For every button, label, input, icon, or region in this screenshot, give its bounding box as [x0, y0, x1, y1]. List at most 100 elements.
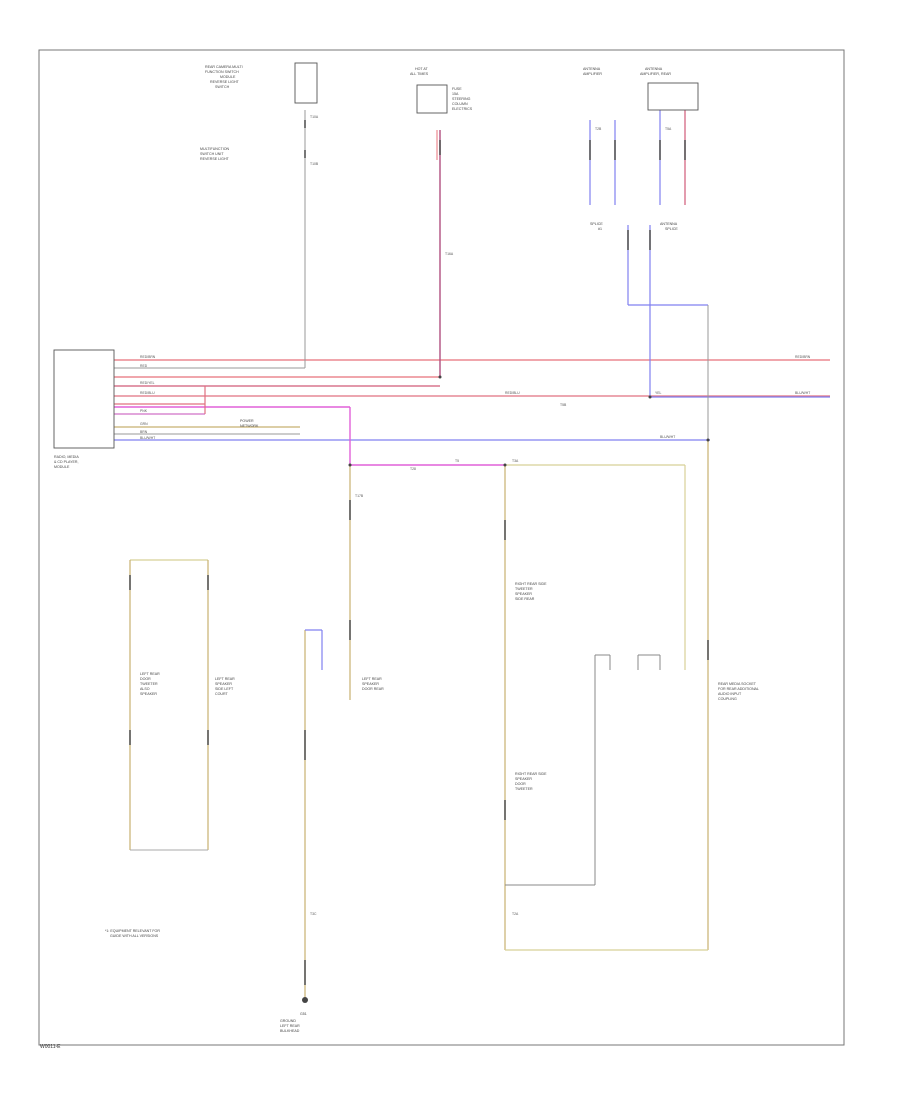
svg-text:FUSE: FUSE: [452, 87, 462, 91]
top-left-comp-2: MODULE: [220, 75, 236, 79]
wl-t1: T10B: [310, 162, 319, 166]
front-speaker-r-0: LEFT REAR: [215, 677, 235, 681]
wl-red-blk: RED/BRN: [140, 355, 156, 359]
svg-text:RED/BLU: RED/BLU: [140, 391, 155, 395]
svg-text:T3C: T3C: [310, 912, 317, 916]
top-left-sub-2: REVERSE LIGHT: [200, 157, 230, 161]
right-speaker-top-2: SPEAKER: [515, 592, 532, 596]
svg-text:REVERSE LIGHT: REVERSE LIGHT: [200, 157, 230, 161]
svg-text:SPEAKER: SPEAKER: [140, 692, 157, 696]
svg-text:REVERSE LIGHT: REVERSE LIGHT: [210, 80, 240, 84]
wl-t7: T2A: [512, 912, 519, 916]
ground-1: LEFT REAR: [280, 1024, 300, 1028]
diagram-frame: [38, 49, 845, 1046]
front-speaker-l-4: SPEAKER: [140, 692, 157, 696]
mid-speaker-2: DOOR REAR: [362, 687, 384, 691]
svg-text:REAR MEDIA SOCKET: REAR MEDIA SOCKET: [718, 682, 757, 686]
svg-text:REAR CAMERA MULTI: REAR CAMERA MULTI: [205, 65, 243, 69]
fuse-entry-4: ELECTRICS: [452, 107, 473, 111]
mid-connector-1: NETWORK: [240, 424, 259, 428]
svg-text:RADIO, MEDIA: RADIO, MEDIA: [54, 455, 79, 459]
right-speaker-bottom-1: SPEAKER: [515, 777, 532, 781]
wl-yel: YEL: [655, 391, 662, 395]
wl-t2: T16A: [445, 252, 454, 256]
wl-t0: T10A: [310, 115, 319, 119]
svg-text:ALL TIMES: ALL TIMES: [410, 72, 429, 76]
top-right-b-0: ANTENNA: [645, 67, 663, 71]
wire-labels: RED/BRN RED RED/YEL RED/BLU PNK GRN BRN …: [140, 115, 811, 916]
svg-text:SPLICE: SPLICE: [665, 227, 678, 231]
svg-text:ANTENNA: ANTENNA: [645, 67, 663, 71]
far-right-2: AUDIO INPUT: [718, 692, 742, 696]
front-speaker-l-0: LEFT REAR: [140, 672, 160, 676]
svg-text:BLU/WHT: BLU/WHT: [795, 391, 810, 395]
svg-text:T10B: T10B: [310, 162, 319, 166]
ground-0: GROUND: [280, 1019, 296, 1023]
fuse-box-1: ALL TIMES: [410, 72, 429, 76]
svg-text:RED: RED: [140, 364, 148, 368]
svg-text:AMPLIFIER: AMPLIFIER: [583, 72, 602, 76]
svg-text:ANTENNA: ANTENNA: [660, 222, 678, 226]
svg-text:SPEAKER: SPEAKER: [215, 682, 232, 686]
svg-text:SIDE REAR: SIDE REAR: [515, 597, 535, 601]
svg-text:PNK: PNK: [140, 409, 148, 413]
mid-speaker-1: SPEAKER: [362, 682, 379, 686]
wl-t10: T3A: [512, 459, 519, 463]
svg-text:BULKHEAD: BULKHEAD: [280, 1029, 300, 1033]
far-right-1: FOR REAR ADDITIONAL: [718, 687, 759, 691]
wl-blue-right: BLU/WHT: [795, 391, 810, 395]
fuse-entry-2: STEERING: [452, 97, 471, 101]
svg-text:SPEAKER: SPEAKER: [515, 592, 532, 596]
module-1: & CD PLAYER,: [54, 460, 79, 464]
svg-text:T2A: T2A: [512, 912, 519, 916]
svg-text:SWITCH: SWITCH: [215, 85, 230, 89]
svg-text:MODULE: MODULE: [54, 465, 70, 469]
front-speaker-l-1: DOOR: [140, 677, 151, 681]
svg-text:15A: 15A: [452, 92, 459, 96]
wl-red-blu: RED/BLU: [140, 391, 155, 395]
svg-text:HOT AT: HOT AT: [415, 67, 428, 71]
connector-pins: [129, 120, 709, 985]
svg-text:LEFT REAR: LEFT REAR: [215, 677, 235, 681]
right-speaker-top-1: TWEETER: [515, 587, 533, 591]
wl-t8: T2B: [595, 127, 602, 131]
fuse-entry-3: COLUMN: [452, 102, 468, 106]
wl-t6: T3C: [310, 912, 317, 916]
front-speaker-l-3: ALSO: [140, 687, 150, 691]
radio-module-box: [53, 349, 115, 449]
svg-text:AUDIO INPUT: AUDIO INPUT: [718, 692, 742, 696]
svg-text:GRN: GRN: [140, 422, 148, 426]
svg-text:BLU/WHT: BLU/WHT: [140, 436, 155, 440]
svg-text:STEERING: STEERING: [452, 97, 471, 101]
svg-text:YEL: YEL: [655, 391, 662, 395]
wl-red-right: RED/BRN: [795, 355, 811, 359]
svg-text:DOOR: DOOR: [140, 677, 151, 681]
svg-text:TWEETER: TWEETER: [515, 587, 533, 591]
svg-text:NETWORK: NETWORK: [240, 424, 259, 428]
mid-speaker-0: LEFT REAR: [362, 677, 382, 681]
svg-text:RIGHT REAR SIDE: RIGHT REAR SIDE: [515, 772, 547, 776]
svg-text:RED/BLU: RED/BLU: [505, 391, 520, 395]
right-speaker-bottom-3: TWEETER: [515, 787, 533, 791]
svg-text:& CD PLAYER,: & CD PLAYER,: [54, 460, 79, 464]
top-left-comp-0: REAR CAMERA MULTI: [205, 65, 243, 69]
svg-text:T5A: T5A: [665, 127, 672, 131]
svg-text:SPEAKER: SPEAKER: [362, 682, 379, 686]
bus-wires: [114, 359, 830, 441]
top-left-comp-4: SWITCH: [215, 85, 230, 89]
wl-red-yel: RED/YEL: [140, 381, 155, 385]
right-speaker-top-0: RIGHT REAR SIDE: [515, 582, 547, 586]
module-2: MODULE: [54, 465, 70, 469]
svg-text:SPLICE: SPLICE: [590, 222, 603, 226]
top-left-sub-1: SWITCH UNIT: [200, 152, 224, 156]
svg-text:T17B: T17B: [355, 494, 364, 498]
wl-blu-wht-2: BLU/WHT: [660, 435, 675, 439]
svg-text:MULTIFUNCTION: MULTIFUNCTION: [200, 147, 229, 151]
wl-red-blu-2: RED/BLU: [505, 391, 520, 395]
top-right-a-1: AMPLIFIER: [583, 72, 602, 76]
svg-text:ELECTRICS: ELECTRICS: [452, 107, 473, 111]
top-right-b-1: AMPLIFIER, REAR: [640, 72, 671, 76]
ground-code: G51: [300, 1012, 307, 1016]
wl-pink: PNK: [140, 409, 148, 413]
